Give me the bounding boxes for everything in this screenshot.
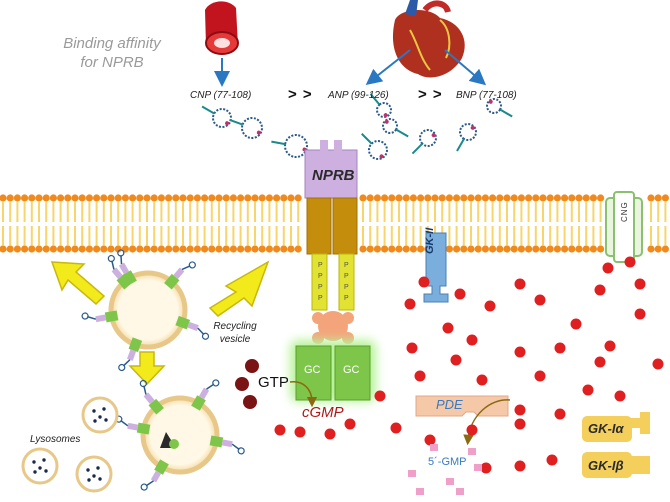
anp-label: ANP (99-126) xyxy=(328,90,389,101)
phosphate-label: P xyxy=(318,273,323,280)
cell-membrane xyxy=(0,194,670,253)
gmp-label: 5´-GMP xyxy=(428,456,467,468)
lysosome-group xyxy=(21,396,119,493)
lysosomes-label: Lysosomes xyxy=(30,434,81,445)
yellow-arrow-down xyxy=(128,351,166,386)
phosphate-label: P xyxy=(318,262,323,269)
phosphate-label: P xyxy=(344,284,349,291)
gc-left-label: GC xyxy=(304,364,321,376)
cnp-label: CNP (77-108) xyxy=(190,90,252,101)
phosphate-label: P xyxy=(344,262,349,269)
gtp-label: GTP xyxy=(258,374,289,391)
gk2-label: GK-II xyxy=(424,227,436,254)
phosphate-label: P xyxy=(344,273,349,280)
phosphate-label: P xyxy=(318,284,323,291)
gk2-kinase xyxy=(423,232,449,303)
gtp-molecules xyxy=(235,359,259,409)
guanylyl-cyclase-domain xyxy=(290,340,376,402)
phosphate-label: P xyxy=(344,295,349,302)
nprb-label: NPRB xyxy=(312,167,355,184)
greater-than-2: > > xyxy=(418,86,443,103)
gk1b-label: GK-Iβ xyxy=(588,458,624,473)
phosphate-label: P xyxy=(318,295,323,302)
blood-vessel-icon xyxy=(205,1,239,55)
gmp-molecules xyxy=(408,444,482,495)
heart-icon xyxy=(392,0,465,78)
heart-to-bnp-arrow xyxy=(444,49,487,86)
peptide-group xyxy=(201,93,513,161)
cng-label: CNG xyxy=(620,201,629,222)
endosome-vesicle xyxy=(115,379,245,491)
gk1a-label: GK-Iα xyxy=(588,421,624,436)
pde-label: PDE xyxy=(436,397,463,412)
gk1-beta-kinase xyxy=(582,452,650,478)
gc-right-label: GC xyxy=(343,364,360,376)
bnp-label: BNP (77-108) xyxy=(456,90,517,101)
gtp-to-cgmp-arrow xyxy=(289,381,318,408)
pde-enzyme xyxy=(415,395,509,417)
cgmp-molecules xyxy=(274,256,664,474)
greater-than-1: > > xyxy=(288,86,313,103)
cgmp-label: cGMP xyxy=(302,404,344,421)
recycling-vesicle xyxy=(81,249,210,372)
gk1-alpha-kinase xyxy=(582,412,650,442)
nprb-receptor xyxy=(304,140,358,344)
binding-affinity-title: Binding affinity for NPRB xyxy=(63,35,161,71)
heart-to-anp-arrow xyxy=(365,49,411,85)
yellow-arrow-up-left xyxy=(50,261,106,306)
yellow-arrow-to-vesicle xyxy=(208,260,270,317)
recycling-vesicle-label: Recycling vesicle xyxy=(213,321,257,345)
cng-channel xyxy=(605,191,643,263)
